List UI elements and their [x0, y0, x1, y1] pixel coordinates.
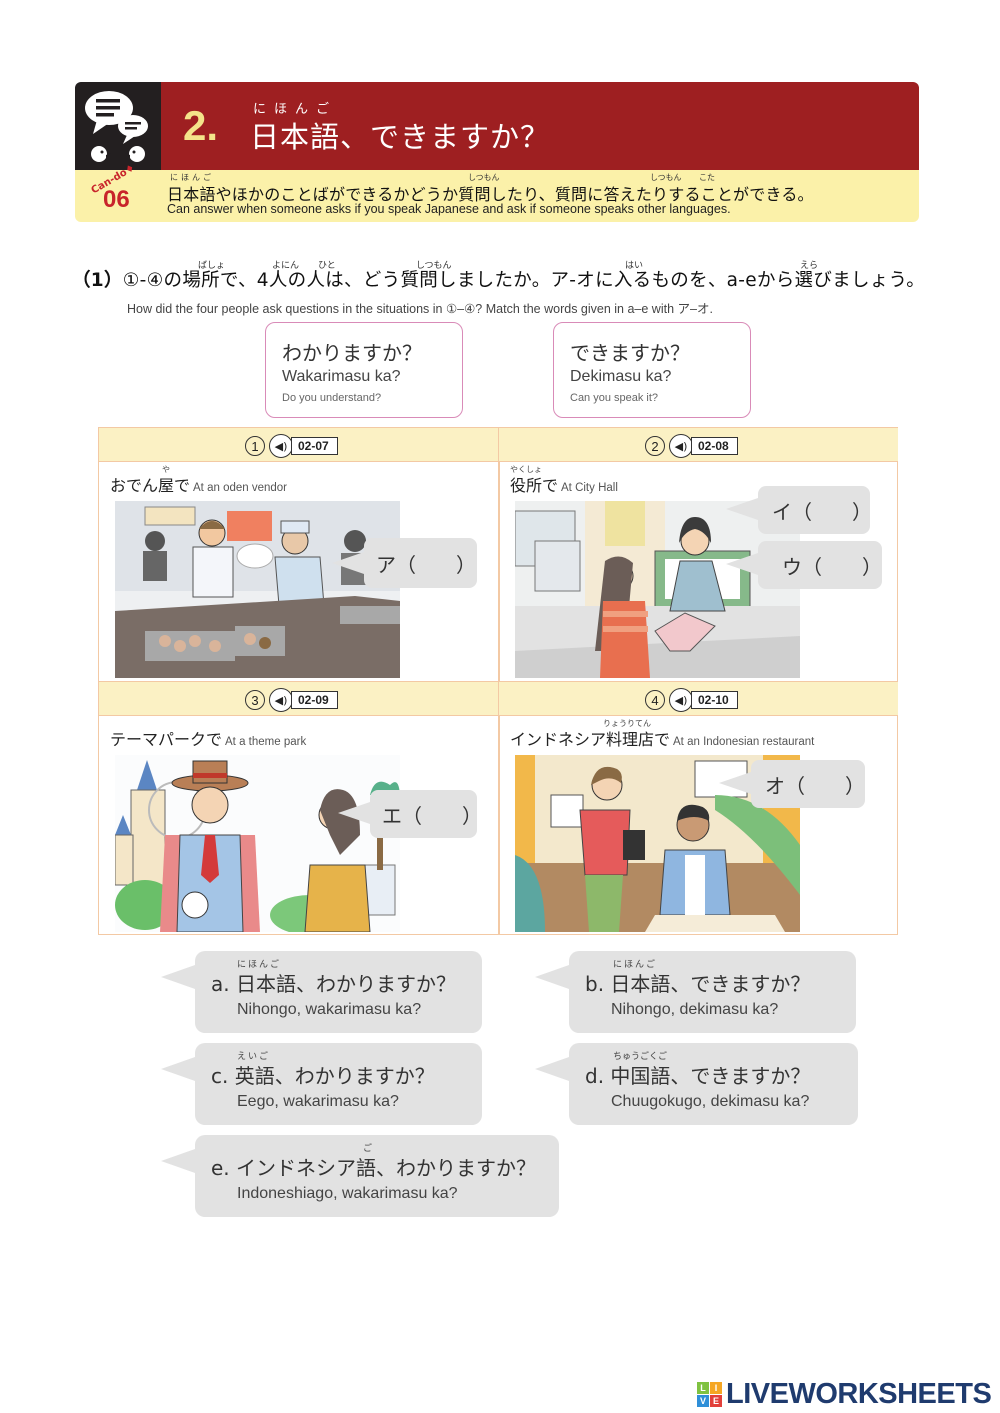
- question-ruby: ばしょ: [198, 261, 226, 271]
- question-ruby: よにん: [272, 261, 300, 271]
- audio-speaker-icon[interactable]: ◀): [269, 688, 293, 712]
- bubble-tail-icon: [161, 965, 195, 989]
- answer-blank-e[interactable]: エ（ ）: [338, 790, 482, 838]
- audio-speaker-icon[interactable]: ◀): [269, 434, 293, 458]
- title-ruby: にほんご: [253, 102, 338, 117]
- option-e: ご e. インドネシア語、わかりますか？ Indoneshiago, wakar…: [161, 1135, 559, 1217]
- question-ruby: はい: [625, 261, 644, 271]
- goal-bar: [75, 170, 919, 222]
- illustration-city-hall: [515, 501, 800, 678]
- circle-number: 4: [645, 690, 665, 710]
- question-ruby: しつもん: [416, 261, 452, 271]
- answer-blank-o[interactable]: オ（ ）: [719, 760, 865, 808]
- place-ruby: りょうりてん: [603, 719, 651, 728]
- bubble-tail-icon: [535, 1057, 569, 1081]
- situation-header: 2 ◀) 02-08: [499, 428, 898, 462]
- answer-blank-a[interactable]: ア（ ）: [332, 538, 477, 588]
- question-ruby: ひと: [318, 261, 336, 271]
- goal-ruby: にほんご: [170, 173, 214, 182]
- situation-header: 1 ◀) 02-07: [99, 428, 498, 462]
- option-b: にほんご b. 日本語、できますか？ Nihongo, dekimasu ka?: [535, 951, 856, 1033]
- illustration-theme-park: [115, 755, 400, 932]
- circle-number: 2: [645, 436, 665, 456]
- illustration-oden-vendor: [115, 501, 400, 678]
- circle-number: 1: [245, 436, 265, 456]
- option-a: にほんご a. 日本語、わかりますか？ Nihongo, wakarimasu …: [161, 951, 482, 1033]
- liveworksheets-logo[interactable]: L I V E LIVEWORKSHEETS: [697, 1378, 992, 1411]
- lesson-header: 2. にほんご 日本語、できますか？ Can-do♦ 06 にほんご しつもん …: [75, 82, 919, 222]
- answer-blank-u[interactable]: ウ（ ）: [726, 541, 882, 589]
- speech-bubbles-icon: [75, 82, 161, 170]
- bubble-tail-icon: [535, 965, 569, 989]
- audio-track[interactable]: 02-09: [291, 691, 338, 709]
- answer-blank-i[interactable]: イ（ ）: [726, 486, 872, 534]
- bubble-tail-icon: [726, 498, 758, 520]
- lesson-number: 2.: [183, 102, 219, 149]
- divider: [99, 681, 897, 683]
- situation-header: 4 ◀) 02-10: [499, 682, 898, 716]
- circle-number: 3: [245, 690, 265, 710]
- option-c: えいご c. 英語、わかりますか？ Eego, wakarimasu ka?: [161, 1043, 482, 1125]
- situation-header: 3 ◀) 02-09: [99, 682, 498, 716]
- bubble-tail-icon: [726, 553, 758, 575]
- bubble-tail-icon: [161, 1057, 195, 1081]
- goal-ruby: しつもん: [468, 173, 500, 182]
- bubble-tail-icon: [332, 552, 364, 574]
- audio-speaker-icon[interactable]: ◀): [669, 688, 693, 712]
- key-phrase-wakarimasu: わかりますか？ Wakarimasu ka? Do you understand…: [265, 322, 463, 418]
- key-phrase-dekimasu: できますか？ Dekimasu ka? Can you speak it?: [553, 322, 751, 418]
- illustration-indonesian-restaurant: [515, 755, 800, 932]
- bubble-tail-icon: [161, 1149, 195, 1173]
- goal-ruby: こた: [699, 173, 715, 182]
- goal-en: Can answer when someone asks if you spea…: [167, 202, 731, 216]
- question-translation: How did the four people ask questions in…: [127, 302, 713, 316]
- audio-track[interactable]: 02-07: [291, 437, 338, 455]
- audio-speaker-icon[interactable]: ◀): [669, 434, 693, 458]
- cando-number: 06: [103, 186, 130, 213]
- question-text: （1）①‐④の場所で、4人の人は、どう質問しましたか。ア‐オに入るものを、a‐e…: [72, 270, 926, 291]
- place-ruby: や: [162, 465, 170, 474]
- place-ruby: やくしょ: [510, 465, 542, 474]
- option-d: ちゅうごくご d. 中国語、できますか？ Chuugokugo, dekimas…: [535, 1043, 858, 1125]
- goal-jp: 日本語やほかのことばができるかどうか質問したり、質問に答えたりすることができる。: [167, 185, 814, 204]
- title-bar: [161, 82, 919, 170]
- lesson-title: 日本語、できますか？: [250, 120, 551, 154]
- logo-squares-icon: L I V E: [697, 1382, 722, 1407]
- bubble-tail-icon: [338, 802, 370, 824]
- audio-track[interactable]: 02-08: [691, 437, 738, 455]
- goal-ruby: しつもん: [650, 173, 682, 182]
- audio-track[interactable]: 02-10: [691, 691, 738, 709]
- question-ruby: えら: [800, 261, 819, 271]
- logo-text: LIVEWORKSHEETS: [726, 1378, 992, 1410]
- bubble-tail-icon: [719, 772, 751, 794]
